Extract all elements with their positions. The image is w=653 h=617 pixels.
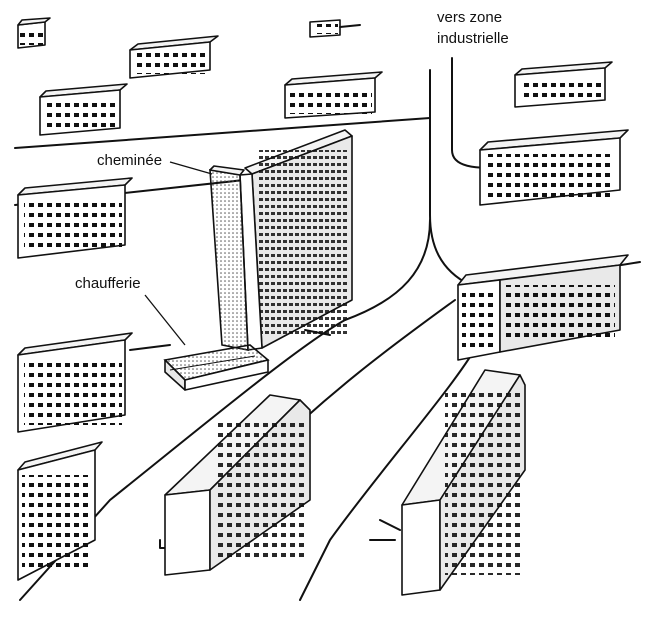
- building-top-2: [40, 84, 127, 135]
- building-top-left-corner: [18, 18, 50, 48]
- high-rise-tower: [240, 130, 352, 350]
- building-right-mid: [458, 255, 628, 360]
- leader-boiler-room: [145, 295, 185, 345]
- center-lower-windows: [215, 420, 307, 560]
- label-industrial-zone: vers zone industrielle: [437, 9, 509, 47]
- building-industrial-1: [515, 62, 612, 107]
- building-center-lower: [165, 395, 310, 575]
- building-top-1: [130, 36, 218, 78]
- boiler-room: [165, 345, 268, 390]
- label-chimney-group: cheminée: [97, 152, 212, 174]
- building-top-small: [310, 20, 360, 37]
- building-top-3: [285, 72, 382, 118]
- label-boiler-room: chaufferie: [75, 275, 141, 292]
- label-chimney: cheminée: [97, 152, 162, 169]
- building-left-bottom: [18, 442, 102, 580]
- leader-chimney: [170, 162, 212, 174]
- label-industrial-zone-line1: vers zone: [437, 9, 502, 26]
- building-left-mid: [18, 178, 132, 258]
- label-industrial-zone-line2: industrielle: [437, 30, 509, 47]
- building-left-lower: [18, 333, 132, 432]
- building-right-lower: [402, 370, 525, 595]
- building-industrial-2: [480, 130, 628, 205]
